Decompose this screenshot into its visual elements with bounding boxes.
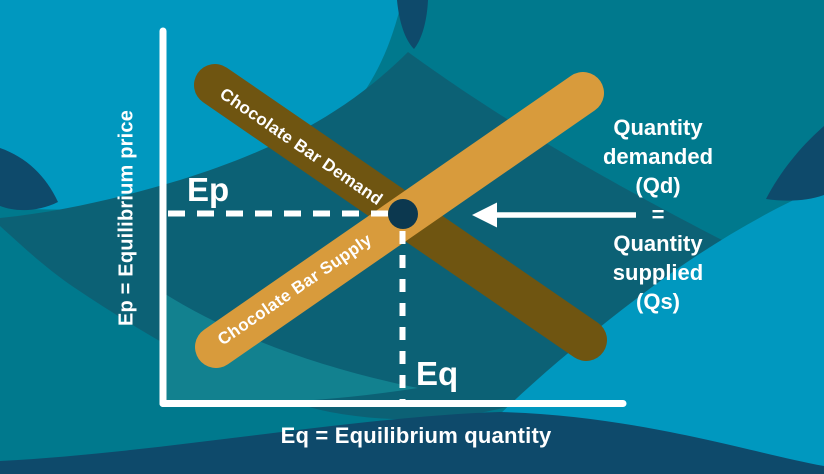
annotation-line: Quantity <box>613 231 703 256</box>
y-axis-label: Ep = Equilibrium price <box>115 109 138 327</box>
annotation-line: = <box>651 202 665 227</box>
equilibrium-point-dot <box>388 199 418 229</box>
annotation-line: (Qs) <box>636 289 680 314</box>
background-light-teal-wedge <box>162 292 418 404</box>
background-navy-right-wedge <box>766 126 824 201</box>
arrow-head <box>472 202 497 228</box>
equilibrium-price-label: Ep <box>187 171 230 208</box>
annotation-line: Quantity <box>613 115 703 140</box>
background-navy-bottom-strip <box>0 412 824 474</box>
annotation-line: demanded <box>602 144 714 169</box>
x-axis-label: Eq = Equilibrium quantity <box>280 423 552 448</box>
quantity-annotation-block: Quantity demanded (Qd) = Quantity suppli… <box>603 113 713 316</box>
background-navy-top-petal <box>397 0 428 49</box>
annotation-line: supplied <box>612 260 704 285</box>
background-navy-left-lens <box>0 148 58 211</box>
annotation-line: (Qd) <box>635 173 681 198</box>
equilibrium-quantity-label: Eq <box>416 355 459 392</box>
background-cyan-top-left <box>0 0 402 210</box>
left-arrow-icon <box>472 202 636 228</box>
